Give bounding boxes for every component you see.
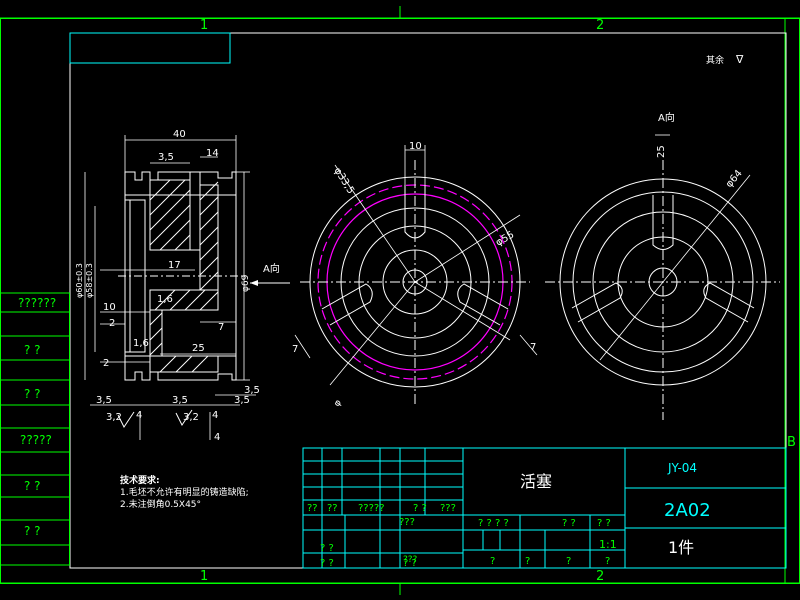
tb-row-c-2: ? ? <box>320 558 334 569</box>
front-dim-10: 10 <box>409 141 422 152</box>
tb-row-a-4: ??? <box>399 517 415 528</box>
back-dim-phi64: φ64 <box>724 168 745 190</box>
front-dim-7a: 7 <box>292 344 298 355</box>
dim-3-5-right-2: 3,5 <box>234 395 250 406</box>
title-block <box>302 447 787 569</box>
dim-4a: 4 <box>136 410 142 421</box>
left-panel-row-1: ?????? <box>18 296 56 310</box>
dim-14: 14 <box>206 148 219 159</box>
front-dim-phi: φ <box>332 398 344 409</box>
section-view <box>84 135 290 440</box>
front-dim-phi33-5: φ33,5 <box>331 166 356 196</box>
back-view <box>545 134 780 420</box>
tb-row-c-3: ? ? <box>403 558 417 569</box>
tb-row-a-6: ??? <box>440 503 456 514</box>
view-arrow-label: A向 <box>263 262 280 275</box>
dim-7: 7 <box>218 322 224 333</box>
zone-label-top-1: 1 <box>200 18 208 33</box>
scale: 1:1 <box>599 538 617 551</box>
tech-notes-line-2: 2.未注倒角0.5X45° <box>120 498 201 510</box>
dim-3-5-mid: 3,5 <box>172 395 188 406</box>
dim-1-6b: 1,6 <box>133 338 149 349</box>
tech-notes-heading: 技术要求: <box>120 474 160 486</box>
back-dim-25: 25 <box>656 145 667 158</box>
roughness-3-2a: 3,2 <box>106 412 122 423</box>
dim-phi69: φ69 <box>241 274 251 292</box>
dim-3-5-right: 3,5 <box>244 385 260 396</box>
back-view-label: A向 <box>658 111 675 124</box>
left-panel-row-6: ? ? <box>24 524 41 538</box>
tb-row-a-3: ????? <box>358 503 385 514</box>
front-dim-phi55: φ55 <box>494 229 516 248</box>
dim-40: 40 <box>173 129 186 140</box>
roughness-3-2b: 3,2 <box>183 412 199 423</box>
dim-4b: 4 <box>212 410 218 421</box>
dim-2b: 2 <box>103 358 109 369</box>
roughness-note: 其余 <box>706 54 724 66</box>
zone-label-bottom-2: 2 <box>596 569 604 584</box>
section-hatching <box>149 171 219 373</box>
left-panel-row-3: ? ? <box>24 387 41 401</box>
left-panel-row-5: ? ? <box>24 479 41 493</box>
dim-17: 17 <box>168 260 181 271</box>
tb-row-d-3: ? <box>566 556 571 567</box>
dim-25: 25 <box>192 343 205 354</box>
zone-label-right-b: B <box>787 435 796 450</box>
zone-label-top-2: 2 <box>596 18 604 33</box>
tech-notes-line-1: 1.毛坯不允许有明显的铸造缺陷; <box>120 486 249 498</box>
dim-4c: 4 <box>214 432 220 443</box>
part-name: 活塞 <box>520 472 552 491</box>
tb-row-d-4: ? <box>605 556 610 567</box>
tb-row-a-1: ?? <box>307 503 318 514</box>
tb-row-a-5: ? ? <box>413 503 427 514</box>
dim-phi60: φ60±0.3 <box>75 263 84 298</box>
front-view <box>294 145 538 405</box>
tb-row-d-1: ? <box>490 556 495 567</box>
left-panel-row-4: ????? <box>20 433 52 447</box>
drawing-number: JY-04 <box>667 461 697 475</box>
left-panel-row-2: ? ? <box>24 343 41 357</box>
tb-row-c-1: ? ? <box>320 543 334 554</box>
quantity: 1件 <box>668 538 694 557</box>
roughness-symbol: ∇ <box>735 53 744 66</box>
dim-2a: 2 <box>109 318 115 329</box>
tb-row-c-4: ??? <box>403 555 418 565</box>
dim-10: 10 <box>103 302 116 313</box>
tb-row-d-2: ? <box>525 556 530 567</box>
tb-row-b-3: ? ? <box>597 518 611 529</box>
tb-row-a-2: ?? <box>327 503 338 514</box>
tb-row-b-2: ? ? <box>562 518 576 529</box>
front-dim-7b: 7 <box>530 342 536 353</box>
left-stamp-panel <box>0 292 70 566</box>
dim-3-5-left: 3,5 <box>96 395 112 406</box>
tb-row-b-1: ? ? ? ? <box>478 518 509 529</box>
material: 2A02 <box>664 500 711 521</box>
dim-phi58: φ58±0.3 <box>85 263 94 298</box>
dim-1-6a: 1,6 <box>157 294 173 305</box>
zone-label-bottom-1: 1 <box>200 569 208 584</box>
dim-3-5-top: 3,5 <box>158 152 174 163</box>
